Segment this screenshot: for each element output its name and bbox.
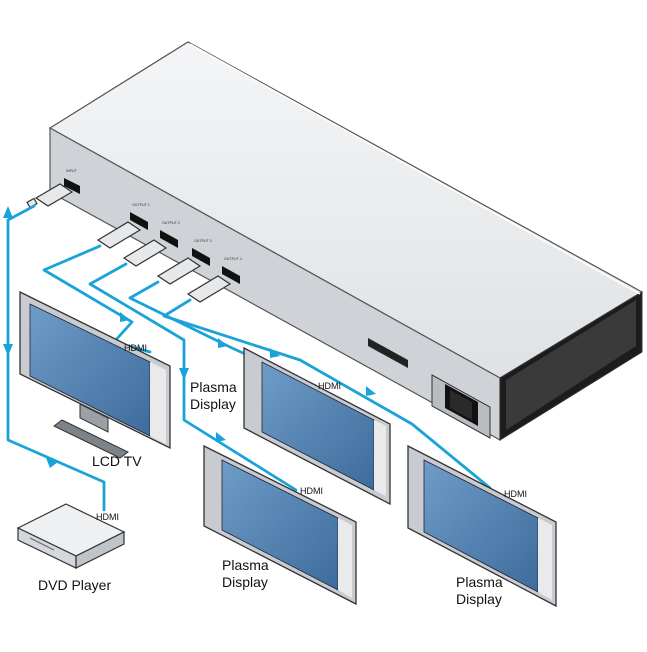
svg-text:OUTPUT 3: OUTPUT 3 [194, 239, 212, 243]
input-plug [26, 183, 74, 209]
svg-text:OUTPUT 1: OUTPUT 1 [132, 203, 150, 207]
plasma-bottom-left-cable-label: HDMI [300, 486, 323, 496]
svg-text:OUTPUT 2: OUTPUT 2 [162, 221, 180, 225]
lcd-cable-label: HDMI [124, 343, 147, 353]
lcd-tv: HDMI LCD TV [19, 290, 171, 469]
output3-plug [156, 257, 202, 285]
hdmi-cables [6, 204, 492, 512]
plasma-bottom-right-label-2: Display [456, 591, 502, 607]
output-port-3: OUTPUT 3 [192, 239, 212, 266]
cable-arrows [3, 206, 376, 468]
plasma-display-top: HDMI Plasma Display [190, 346, 391, 506]
output4-plug [186, 275, 232, 303]
dvd-player-label: DVD Player [38, 577, 111, 593]
plasma-top-label-1: Plasma [190, 379, 237, 395]
cable-output4-to-plasma-bottom-right [162, 298, 492, 490]
svg-text:OUTPUT 4: OUTPUT 4 [224, 257, 242, 261]
plasma-display-bottom-right: HDMI Plasma Display [407, 444, 557, 608]
lcd-tv-label: LCD TV [92, 453, 142, 469]
plasma-bottom-left-label-1: Plasma [222, 557, 269, 573]
cable-dvd-to-input [6, 204, 106, 512]
plasma-top-cable-label: HDMI [318, 381, 341, 391]
output-port-1: OUTPUT 1 [130, 203, 150, 230]
input-port: INPUT [64, 169, 80, 194]
cable-output2-to-plasma-bottom-left [88, 262, 298, 492]
plasma-bottom-right-cable-label: HDMI [504, 489, 527, 499]
output-port-2: OUTPUT 2 [160, 221, 180, 248]
output2-plug [122, 239, 168, 267]
output-port-4: OUTPUT 4 [222, 257, 242, 284]
dvd-cable-label: HDMI [96, 512, 119, 522]
hdmi-plugs [26, 183, 232, 303]
plasma-display-bottom-left: HDMI Plasma Display [203, 444, 357, 606]
plasma-top-label-2: Display [190, 396, 236, 412]
svg-text:INPUT: INPUT [66, 169, 78, 173]
output1-plug [96, 221, 142, 249]
plasma-bottom-right-label-1: Plasma [456, 574, 503, 590]
dvd-player: HDMI DVD Player [16, 503, 126, 593]
power-socket [431, 374, 491, 439]
hdmi-logo [368, 338, 408, 368]
hdmi-splitter-unit: INPUT OUTPUT 1 OUTPUT 2 OUTPUT 3 OUTPUT … [48, 41, 644, 442]
plasma-bottom-left-label-2: Display [222, 574, 268, 590]
